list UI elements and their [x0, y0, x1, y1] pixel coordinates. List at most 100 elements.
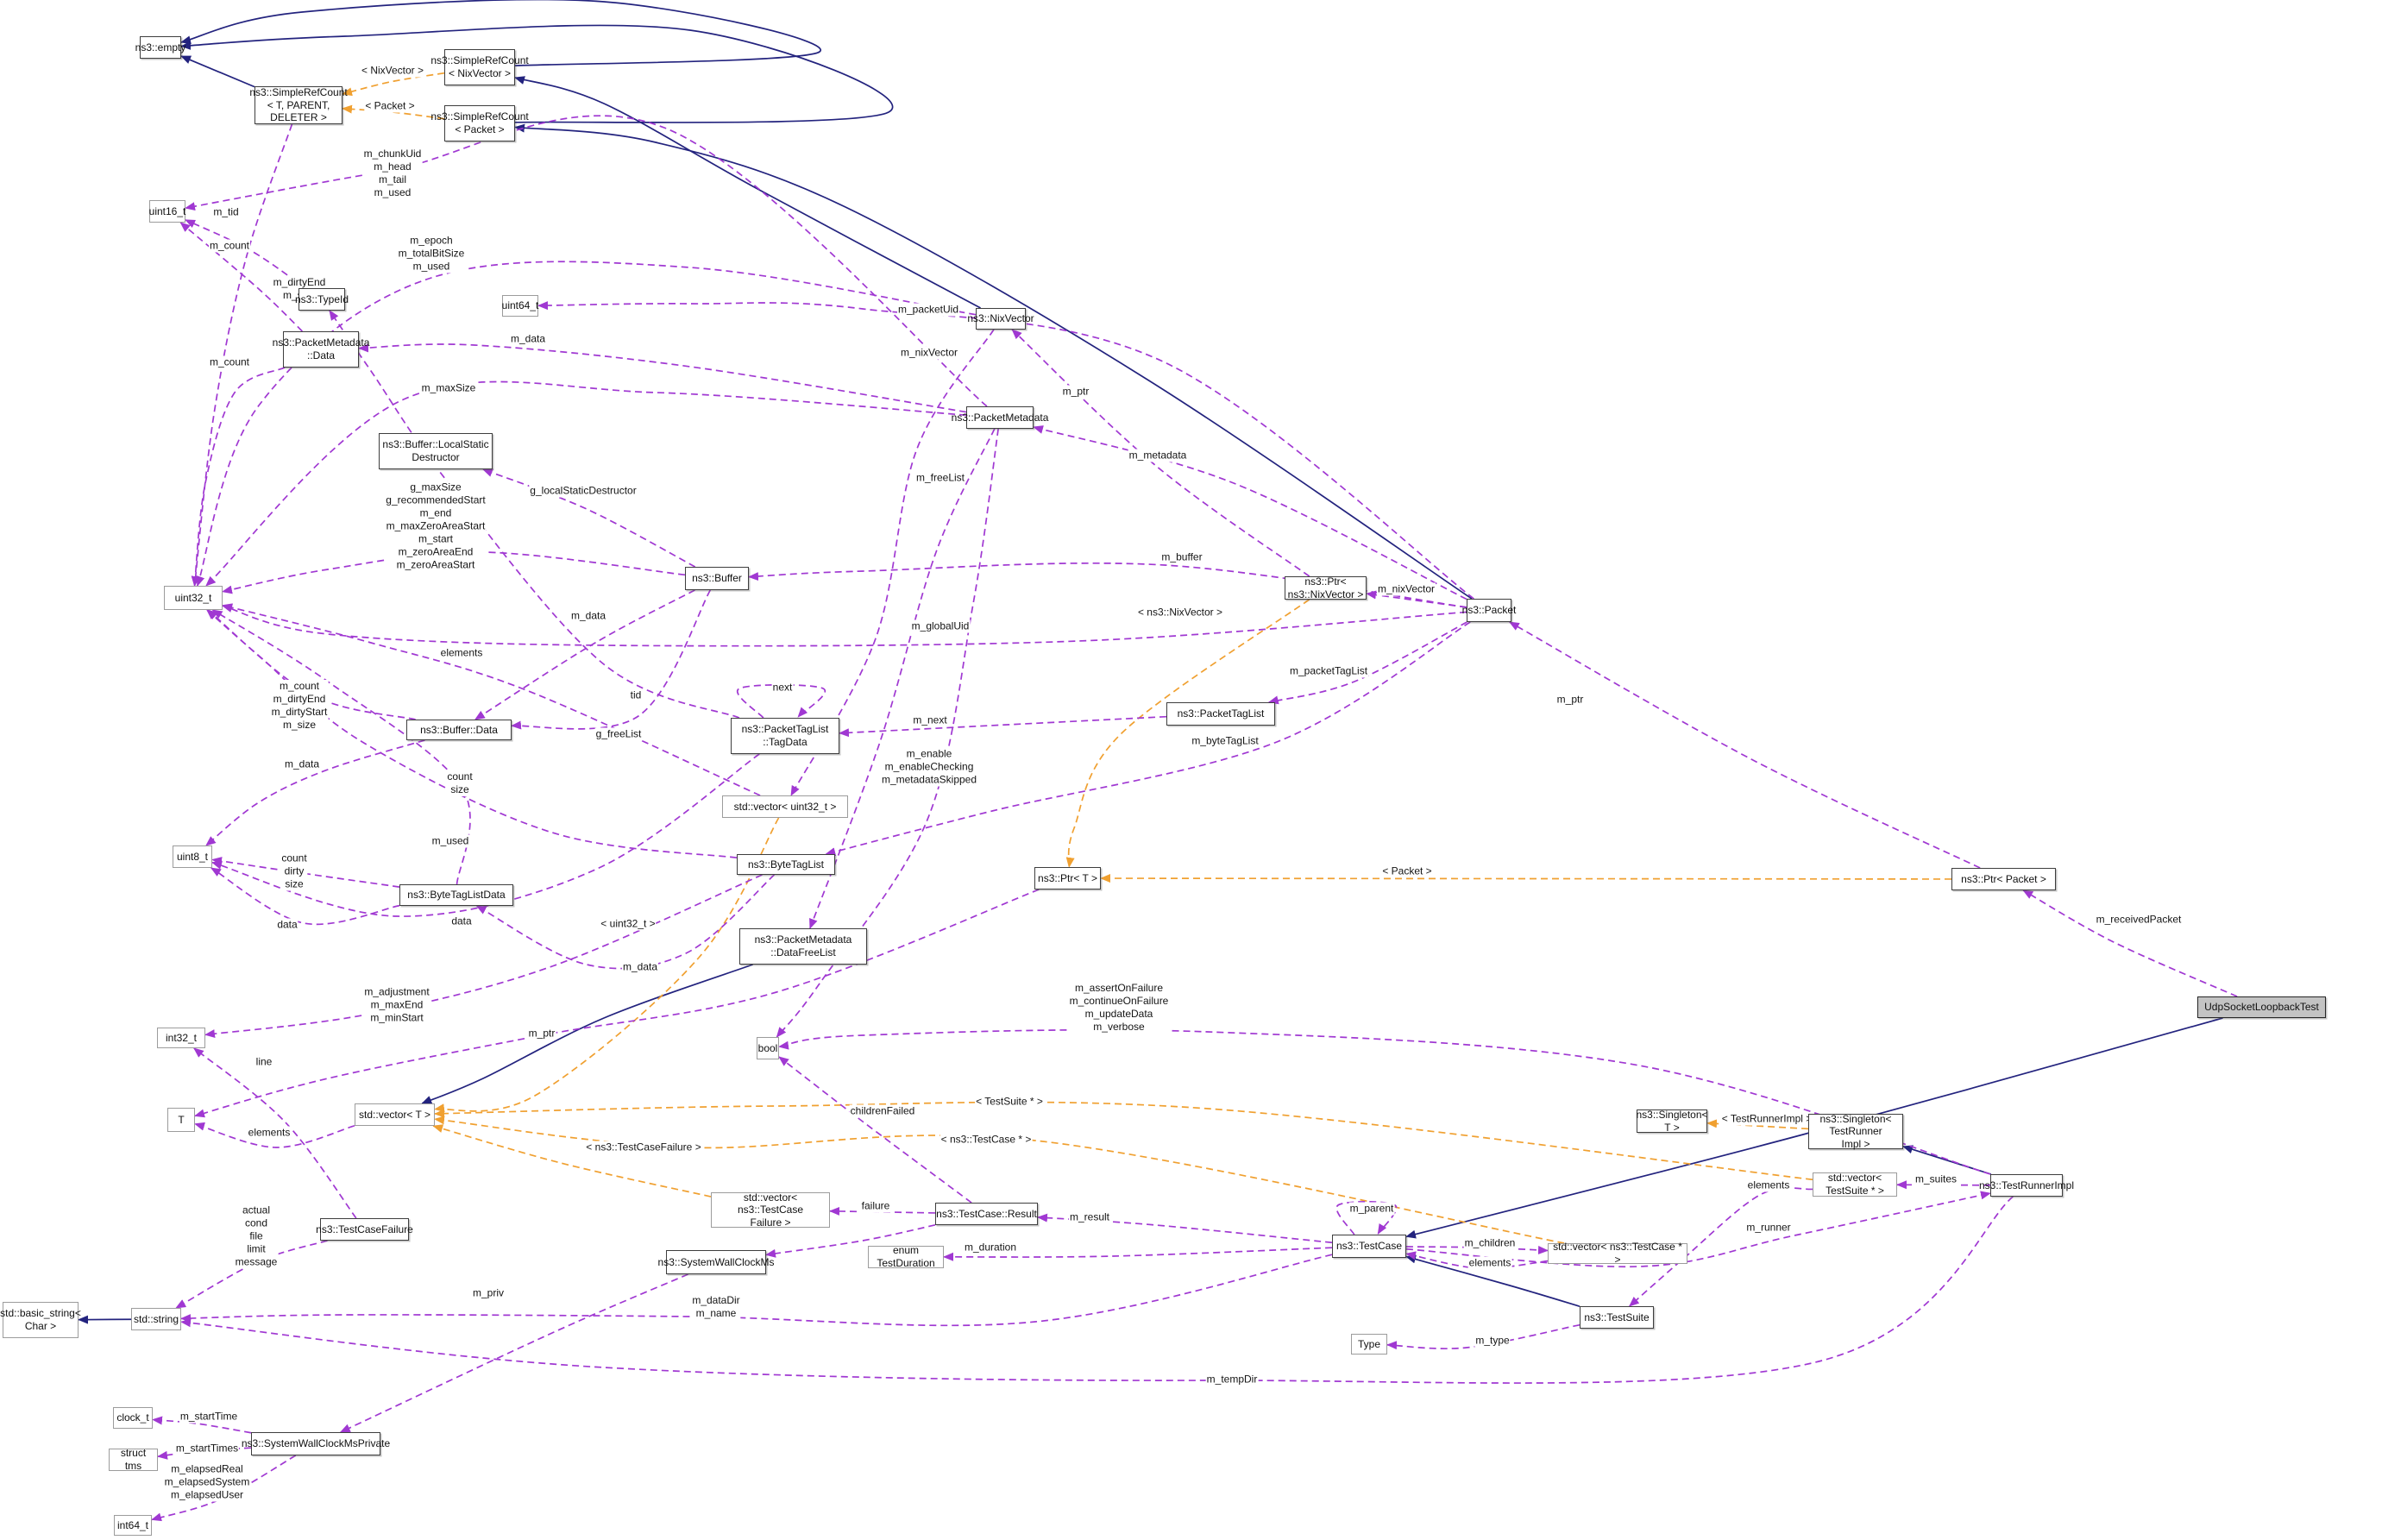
edge-udp-tc	[1405, 1017, 2223, 1239]
node-ptrT[interactable]: ns3::Ptr< T >	[1034, 867, 1101, 889]
edge-label-packet-buffer: m_buffer	[1160, 550, 1203, 564]
edge-label-tri-bool: m_assertOnFailure m_continueOnFailure m_…	[1068, 982, 1170, 1034]
node-uint16: uint16_t	[149, 200, 185, 223]
node-src_nix[interactable]: ns3::SimpleRefCount < NixVector >	[430, 49, 529, 85]
edge-bufdata-uint8	[205, 739, 425, 846]
edge-label-vecTS-ts: elements	[1746, 1179, 1791, 1192]
node-buffer[interactable]: ns3::Buffer	[685, 567, 749, 590]
edge-label-bufdata-uint8: m_data	[283, 757, 321, 771]
edge-swcm-swcmp	[339, 1273, 688, 1433]
edge-label-swcmp-int64: m_elapsedReal m_elapsedSystem m_elapsedU…	[163, 1462, 251, 1502]
edge-pmeta-bool	[776, 428, 999, 1038]
node-lsd[interactable]: ns3::Buffer::LocalStatic Destructor	[379, 433, 493, 469]
edge-label-udp-ptrpkt: m_receivedPacket	[2095, 913, 2183, 927]
edge-ptrpkt-packet	[1508, 621, 1981, 869]
edge-buffer-bufdata	[511, 589, 712, 730]
edge-label-src_tpd-uint32: m_count	[208, 239, 251, 253]
edge-src_nix-src_tpd	[342, 72, 445, 97]
node-uint32: uint32_t	[164, 586, 223, 610]
node-ptrpkt[interactable]: ns3::Ptr< Packet >	[1951, 868, 2056, 890]
edge-label-ptaglist-tagdata: m_next	[912, 713, 948, 727]
edge-ts-type	[1386, 1323, 1580, 1350]
node-swcmp[interactable]: ns3::SystemWallClockMsPrivate	[242, 1432, 390, 1455]
node-empty[interactable]: ns3::empty	[135, 36, 185, 59]
edge-label-vecTC-vecT: < ns3::TestCase * >	[939, 1133, 1033, 1147]
edge-src_tpd-empty	[180, 55, 255, 88]
edge-tcf-int32	[193, 1047, 357, 1219]
node-src_tpd[interactable]: ns3::SimpleRefCount < T, PARENT, DELETER…	[249, 86, 348, 124]
edge-label-packet-btl: m_byteTagList	[1191, 734, 1260, 748]
edge-ptrnix-ptrT	[1065, 599, 1310, 868]
edge-ptaglist-tagdata	[839, 715, 1167, 738]
edge-vecTCF-vecT	[432, 1124, 712, 1197]
edge-label-result-bool: childrenFailed	[849, 1104, 916, 1118]
node-bufdata[interactable]: ns3::Buffer::Data	[406, 720, 512, 740]
edge-ptrnix-nixvec	[1011, 329, 1310, 577]
edge-bufdata-uint32	[207, 609, 416, 720]
edge-label-swcm-swcmp: m_priv	[471, 1286, 506, 1300]
edge-label-vecu32-vecT: < uint32_t >	[600, 917, 657, 931]
edge-label-tc-result: m_result	[1068, 1210, 1111, 1224]
edge-label-nixvec-uint32: m_epoch m_totalBitSize m_used	[397, 234, 466, 273]
node-tri[interactable]: ns3::TestRunnerImpl	[1979, 1174, 2074, 1197]
node-int32: int32_t	[157, 1028, 205, 1048]
node-pmdata[interactable]: ns3::PacketMetadata ::Data	[273, 331, 369, 368]
edge-label-pmeta-uint16: m_chunkUid m_head m_tail m_used	[362, 148, 423, 199]
edge-result-bool	[778, 1056, 972, 1204]
edge-label-tagdata-typeid: tid	[629, 688, 643, 702]
node-btl[interactable]: ns3::ByteTagList	[737, 854, 835, 875]
edge-label-btl-btld: m_data	[621, 960, 659, 974]
node-pmeta[interactable]: ns3::PacketMetadata	[952, 406, 1048, 429]
edge-label-buffer-bufdata: m_data	[569, 609, 607, 623]
node-bool: bool	[757, 1037, 779, 1059]
node-ptaglist[interactable]: ns3::PacketTagList	[1166, 702, 1275, 726]
edge-tc-result	[1037, 1213, 1333, 1244]
edge-label-vecu32-uint32: elements	[439, 646, 484, 660]
edge-label-pmeta-bool: m_enable m_enableChecking m_metadataSkip…	[880, 747, 978, 787]
edge-label-ptrT-T: m_ptr	[527, 1027, 556, 1040]
edge-label-btld-uint8: data	[276, 918, 298, 932]
edge-label-ptrpkt-ptrT: < Packet >	[1381, 864, 1433, 878]
edge-label-ptrnix-ptrT: < ns3::NixVector >	[1136, 606, 1224, 619]
node-ptrnix[interactable]: ns3::Ptr< ns3::NixVector >	[1285, 575, 1367, 600]
node-tc[interactable]: ns3::TestCase	[1332, 1235, 1406, 1258]
edge-label-btl-uint32: m_used	[430, 834, 470, 848]
edge-nixvec-src_nix	[514, 76, 981, 309]
node-ts[interactable]: ns3::TestSuite	[1580, 1306, 1654, 1329]
edge-label-buffer-lsd: g_localStaticDestructor	[529, 484, 638, 498]
node-typeid[interactable]: ns3::TypeId	[295, 288, 349, 311]
edge-btld-uint8	[211, 857, 400, 888]
edge-label-pmeta-dfl: m_freeList	[914, 471, 966, 485]
node-result[interactable]: ns3::TestCase::Result	[935, 1203, 1038, 1225]
node-swcm[interactable]: ns3::SystemWallClockMs	[658, 1250, 774, 1274]
node-tcf[interactable]: ns3::TestCaseFailure	[316, 1218, 413, 1241]
edge-tri-str	[180, 1196, 2014, 1384]
node-singTRI[interactable]: ns3::Singleton< TestRunner Impl >	[1808, 1113, 1903, 1150]
edge-buffer-bufdata	[474, 589, 695, 720]
edge-label-packet-uint32: m_globalUid	[910, 619, 971, 633]
node-packet[interactable]: ns3::Packet	[1462, 599, 1516, 622]
node-uint8: uint8_t	[173, 845, 212, 868]
node-bstr: std::basic_string< Char >	[0, 1302, 81, 1338]
edge-label-swcmp-tms: m_startTimes	[174, 1442, 240, 1455]
node-btld[interactable]: ns3::ByteTagListData	[399, 884, 513, 906]
edge-label-packet-pmeta: m_metadata	[1128, 449, 1188, 462]
node-tagdata[interactable]: ns3::PacketTagList ::TagData	[731, 718, 839, 754]
edge-label-tc-str: m_dataDir m_name	[691, 1294, 741, 1320]
node-vecT: std::vector< T >	[355, 1103, 435, 1126]
node-clockt: clock_t	[113, 1407, 153, 1429]
edge-label-packet-ptaglist: m_packetTagList	[1288, 664, 1369, 678]
edge-result-vecTCF	[829, 1206, 936, 1216]
edge-label-buffer-bufdata: g_freeList	[594, 727, 643, 741]
node-dfl[interactable]: ns3::PacketMetadata ::DataFreeList	[739, 928, 867, 965]
edge-label-tagdata-uint8: data	[450, 915, 473, 928]
edge-packet-uint64	[537, 301, 1474, 600]
edge-label-tri-str: m_tempDir	[1205, 1373, 1259, 1386]
node-vecTCF: std::vector< ns3::TestCase Failure >	[711, 1191, 830, 1229]
node-nixvec[interactable]: ns3::NixVector	[967, 308, 1034, 330]
node-uint64: uint64_t	[502, 295, 538, 317]
node-src_pkt[interactable]: ns3::SimpleRefCount < Packet >	[430, 105, 529, 141]
edge-label-ptrnix-nixvec: m_ptr	[1061, 385, 1090, 399]
node-singT[interactable]: ns3::Singleton< T >	[1636, 1108, 1708, 1134]
